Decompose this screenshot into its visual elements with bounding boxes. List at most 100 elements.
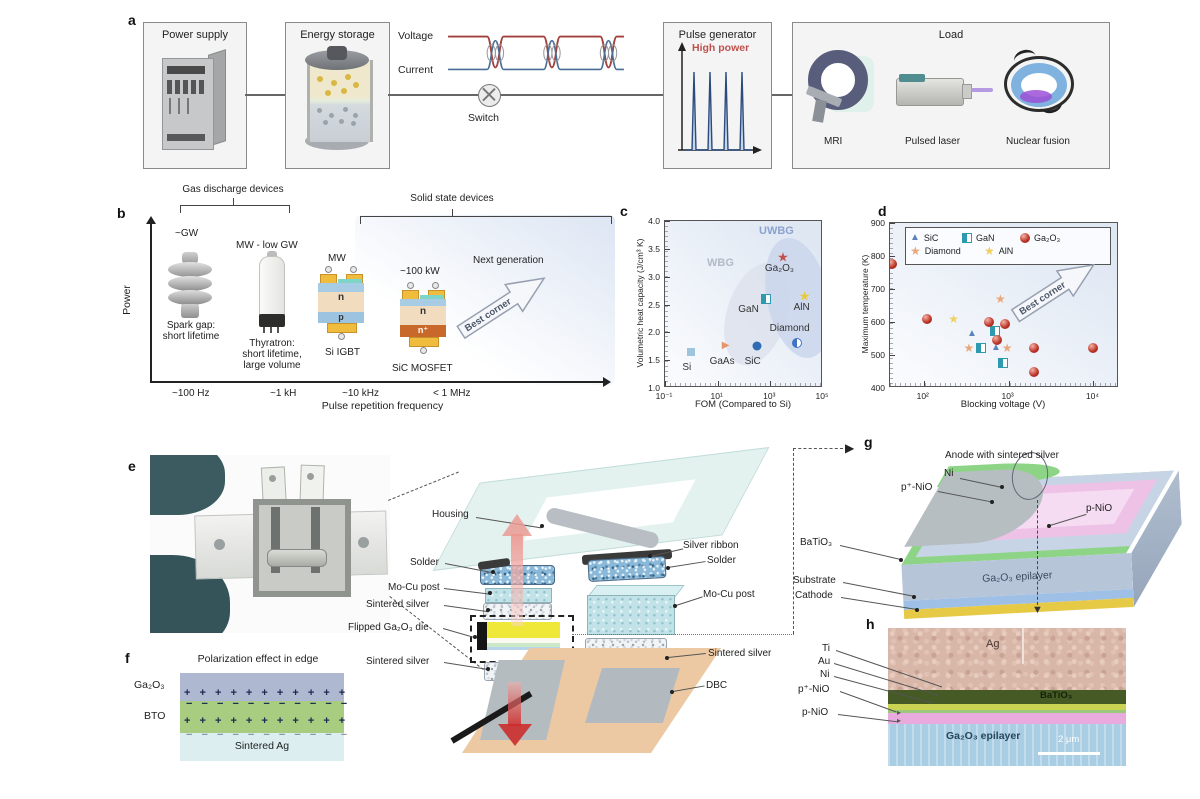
h-au-label: Au — [818, 656, 831, 667]
energy-storage-icon — [305, 46, 373, 158]
marker-square — [687, 347, 696, 356]
panel-h-label: h — [866, 616, 875, 632]
pulsed-laser-label: Pulsed laser — [905, 136, 961, 147]
y-tick-mark — [665, 276, 670, 278]
solid-group-stem — [452, 209, 454, 216]
leader-dot — [540, 524, 544, 528]
b-xtick-0: ~100 Hz — [172, 388, 210, 399]
marker-star: ★ — [1001, 341, 1013, 356]
x-tick-label: 10³ — [763, 391, 776, 401]
y-tick-label: 500 — [870, 350, 885, 360]
y-tick-mark — [665, 248, 670, 250]
magnifier-line-top — [388, 471, 459, 501]
y-tick-label: 800 — [870, 251, 885, 261]
solid-group-label: Solid state devices — [410, 193, 494, 204]
point-label-GaN: GaN — [738, 303, 759, 315]
y-tick-mark — [665, 221, 670, 222]
leader-dot — [473, 635, 477, 639]
panel-d-label: d — [878, 203, 887, 219]
b-xtick-2: ~10 kHz — [342, 388, 379, 399]
pulse-train-plot — [678, 42, 762, 154]
leader-dot — [666, 566, 670, 570]
device-photo — [150, 455, 390, 633]
h-p-plus-nio-label: p⁺-NiO — [798, 684, 830, 695]
marker-triangle: ▲ — [991, 342, 1001, 354]
f-sintered-ag-layer — [180, 733, 344, 761]
current-label: Current — [398, 64, 434, 76]
leader — [443, 588, 490, 595]
f-ga2o3-layer — [180, 673, 344, 701]
leader-dot — [486, 608, 490, 612]
silver-ribbon-label: Silver ribbon — [683, 540, 739, 551]
tab-screw-left — [269, 475, 276, 482]
marker-sphere — [1020, 232, 1030, 243]
die-to-g-vertical — [793, 448, 794, 634]
marker-sphere — [999, 318, 1010, 329]
h-p-nio-label: p-NiO — [802, 707, 829, 718]
marker-sphere — [1029, 343, 1040, 354]
y-tick-label: 600 — [870, 317, 885, 327]
heat-up-arrow-stem — [511, 534, 523, 626]
point-label-Ga₂O₃: Ga₂O₃ — [764, 263, 794, 275]
spark-name: Spark gap:short lifetime — [162, 320, 220, 342]
x-tick-label: 10⁻¹ — [655, 391, 673, 401]
sem-epilayer-region — [888, 724, 1126, 766]
panel-a-label: a — [128, 12, 136, 28]
y-tick-label: 3.5 — [648, 243, 660, 254]
leader-dot — [665, 656, 669, 660]
leader — [675, 596, 703, 607]
f-charges-bto-plus: + + + + + + + + + + + — [184, 715, 349, 727]
marker-star: ★ — [948, 312, 960, 327]
pulsed-laser-icon — [896, 70, 994, 110]
point-label-Diamond: Diamond — [769, 323, 810, 335]
sem-epilayer-label: Ga₂O₃ epilayer — [946, 730, 1021, 742]
leader-dot — [488, 591, 492, 595]
b-ylabel: Power — [121, 285, 133, 315]
uwbg-region-label: UWBG — [759, 225, 794, 237]
y-tick-mark — [665, 304, 670, 306]
h-ti-label: Ti — [822, 643, 830, 654]
marker-half-square — [761, 293, 772, 304]
y-tick-label: 2.0 — [648, 327, 660, 338]
g-anode-label: Anode with sintered silver — [945, 450, 1059, 461]
marker-star: ★ — [777, 249, 789, 265]
sem-ag-region — [888, 628, 1126, 690]
y-tick-label: 2.5 — [648, 299, 660, 310]
marker-star: ★ — [798, 288, 811, 304]
y-tick-label: 700 — [870, 284, 885, 294]
legend-item-AlN: ★AlN — [984, 244, 1036, 257]
g-cathode-label: Cathode — [795, 590, 833, 601]
marker-sphere — [984, 317, 995, 327]
g-p-nio-label: p-NiO — [1086, 503, 1113, 514]
sem-scalebar-label: 2 μm — [1058, 734, 1080, 745]
point-label-SiC: SiC — [744, 356, 761, 368]
pulse-generator-title: Pulse generator — [678, 29, 757, 41]
sem-batio3-label: BaTiO₃ — [1040, 690, 1073, 701]
mri-icon — [805, 48, 876, 128]
marker-sphere — [922, 313, 933, 324]
solder-right-part — [587, 555, 667, 583]
mri-label: MRI — [824, 136, 843, 147]
leader — [443, 605, 488, 613]
heat-down-arrowhead — [498, 724, 532, 746]
marker-star: ★ — [984, 243, 995, 258]
leader-dot — [1047, 524, 1051, 528]
marker-half-circle — [791, 338, 802, 349]
die-to-g-dotted — [572, 634, 794, 635]
spark-power: ~GW — [175, 228, 199, 239]
g-substrate-label: Substrate — [793, 575, 836, 586]
marker-sphere — [1088, 343, 1099, 354]
x-tick-mark — [717, 381, 719, 386]
f-bto-label: BTO — [144, 710, 166, 722]
mosfet-icon: n n⁺ — [400, 282, 446, 358]
y-tick-label: 400 — [870, 383, 885, 393]
marker-circle — [752, 341, 762, 351]
point-label-Si: Si — [682, 361, 692, 373]
panel-b-wash — [355, 215, 615, 385]
marker-half-square — [997, 358, 1008, 369]
y-tick-mark — [665, 360, 670, 362]
housing-label: Housing — [432, 509, 469, 520]
h-ni-label: Ni — [820, 669, 830, 680]
